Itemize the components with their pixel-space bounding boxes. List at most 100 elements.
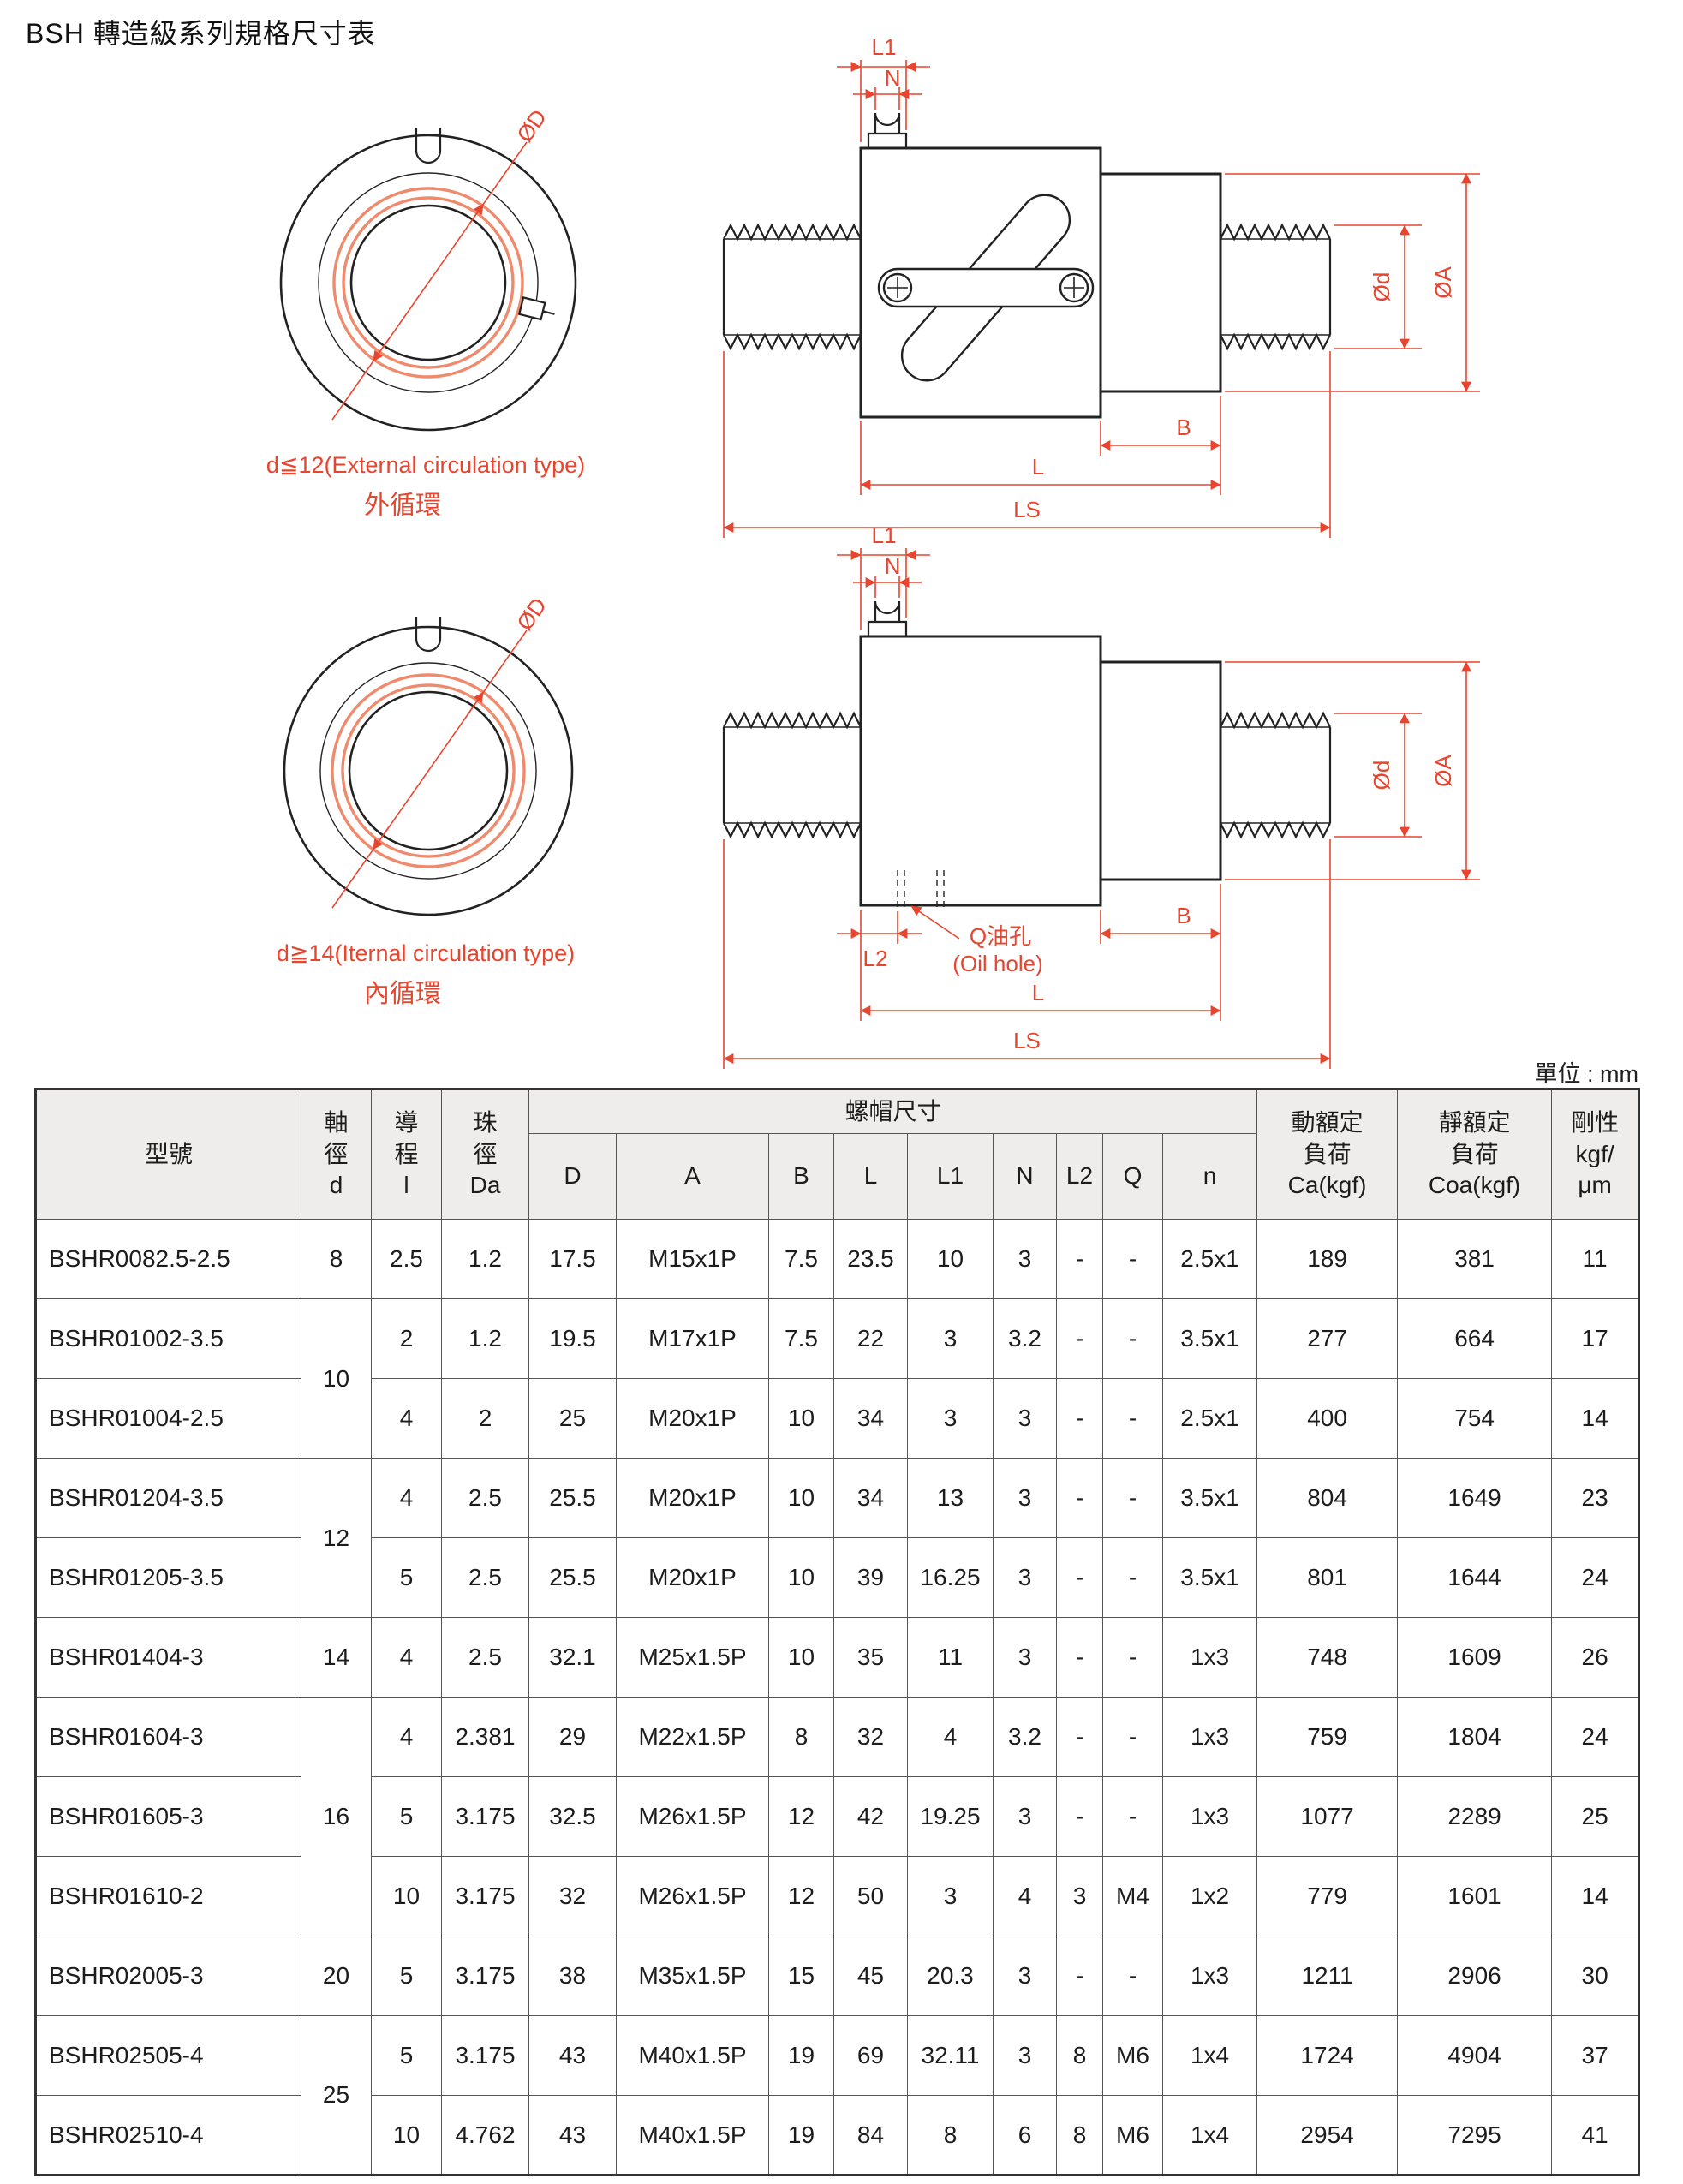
table-cell: 23.5 (833, 1219, 908, 1299)
internal-front-view (283, 617, 574, 916)
table-cell: 4 (371, 1697, 442, 1777)
header-shaft-d: 軸 徑 d (301, 1089, 372, 1220)
shaft-d-cell: 16 (301, 1697, 372, 1936)
table-cell: 1649 (1397, 1458, 1553, 1538)
table-cell: 24 (1551, 1697, 1640, 1777)
table-cell: 84 (833, 2095, 908, 2175)
table-cell: 10 (768, 1378, 834, 1459)
header-ball-dia: 珠 徑 Da (441, 1089, 529, 1220)
header-L2: L2 (1056, 1133, 1103, 1220)
model-cell: BSHR01605-3 (35, 1776, 301, 1857)
table-cell: M6 (1102, 2015, 1163, 2096)
flange-cylinder (1099, 172, 1222, 393)
table-cell: - (1056, 1617, 1103, 1698)
header-A: A (616, 1133, 769, 1220)
table-cell: 381 (1397, 1219, 1553, 1299)
dim-label-od: ØD (511, 104, 552, 146)
table-cell: 10 (768, 1458, 834, 1538)
table-cell: 4 (907, 1697, 994, 1777)
header-n: n (1161, 1133, 1258, 1220)
table-cell: 1x4 (1161, 2015, 1258, 2096)
external-side-view (722, 112, 1332, 419)
dim-label-ls: LS (1013, 1028, 1041, 1053)
table-cell: 3 (993, 1378, 1057, 1459)
header-N: N (993, 1133, 1057, 1220)
table-cell: 37 (1551, 2015, 1640, 2096)
internal-caption: d≧14(Iternal circulation type) (277, 940, 575, 966)
table-cell: 41 (1551, 2095, 1640, 2175)
table-cell: M17x1P (616, 1298, 769, 1379)
table-cell: 10 (768, 1537, 834, 1618)
table-cell: 7.5 (768, 1219, 834, 1299)
table-cell: 2 (441, 1378, 529, 1459)
model-cell: BSHR01604-3 (35, 1697, 301, 1777)
dim-label-od: ØD (511, 593, 552, 635)
table-cell: 400 (1256, 1378, 1399, 1459)
table-cell: 45 (833, 1936, 908, 2016)
table-cell: 1x2 (1161, 1856, 1258, 1936)
external-caption: d≦12(External circulation type) (266, 452, 585, 478)
set-screw (517, 296, 555, 321)
table-cell: 1.2 (441, 1219, 529, 1299)
table-cell: - (1056, 1458, 1103, 1538)
table-cell: 2.5x1 (1161, 1219, 1258, 1299)
table-cell: 2 (371, 1298, 442, 1379)
table-cell: M20x1P (616, 1378, 769, 1459)
table-cell: 4 (371, 1458, 442, 1538)
dim-label-l: L (1032, 980, 1044, 1005)
table-cell: 779 (1256, 1856, 1399, 1936)
table-cell: 189 (1256, 1219, 1399, 1299)
table-cell: 3 (907, 1378, 994, 1459)
table-cell: 3 (1056, 1856, 1103, 1936)
table-cell: M40x1.5P (616, 2015, 769, 2096)
table-cell: 3 (993, 1458, 1057, 1538)
table-cell: M22x1.5P (616, 1697, 769, 1777)
table-cell: 5 (371, 1776, 442, 1857)
table-cell: 39 (833, 1537, 908, 1618)
table-cell: 1x4 (1161, 2095, 1258, 2175)
table-cell: - (1102, 1617, 1163, 1698)
table-cell: 2.5 (441, 1458, 529, 1538)
model-cell: BSHR02510-4 (35, 2095, 301, 2175)
table-cell: 24 (1551, 1537, 1640, 1618)
table-cell: 11 (907, 1617, 994, 1698)
dim-label-l1: L1 (872, 522, 897, 548)
table-cell: 3 (993, 1617, 1057, 1698)
table-cell: 10 (371, 1856, 442, 1936)
table-cell: 20.3 (907, 1936, 994, 2016)
header-D: D (528, 1133, 617, 1220)
table-cell: 4.762 (441, 2095, 529, 2175)
dim-label-l1: L1 (872, 34, 897, 60)
table-cell: 3 (907, 1856, 994, 1936)
table-cell: 32.5 (528, 1776, 617, 1857)
table-cell: 3 (907, 1298, 994, 1379)
table-cell: M20x1P (616, 1537, 769, 1618)
dim-label-l: L (1032, 454, 1044, 480)
table-cell: 43 (528, 2015, 617, 2096)
shaft-d-cell: 10 (301, 1298, 372, 1459)
phillips-screw-icon (1059, 272, 1089, 303)
table-cell: 32 (833, 1697, 908, 1777)
internal-front-dims: ØD (331, 593, 552, 909)
table-cell: 8 (907, 2095, 994, 2175)
table-cell: 17.5 (528, 1219, 617, 1299)
table-cell: 804 (1256, 1458, 1399, 1538)
model-cell: BSHR02505-4 (35, 2015, 301, 2096)
table-cell: 3.175 (441, 1776, 529, 1857)
table-cell: M35x1.5P (616, 1936, 769, 2016)
table-cell: 1804 (1397, 1697, 1553, 1777)
table-cell: - (1056, 1219, 1103, 1299)
table-cell: 1x3 (1161, 1936, 1258, 2016)
technical-drawings: ØD d≦12(External circulation type) 外循環 (266, 34, 1480, 1069)
table-cell: 1724 (1256, 2015, 1399, 2096)
table-cell: 11 (1551, 1219, 1640, 1299)
table-cell: 3.175 (441, 1936, 529, 2016)
internal-side-dims: L1 N ØA Ød L2 Q油 (723, 522, 1480, 1069)
table-cell: - (1102, 1936, 1163, 2016)
table-cell: 25.5 (528, 1537, 617, 1618)
